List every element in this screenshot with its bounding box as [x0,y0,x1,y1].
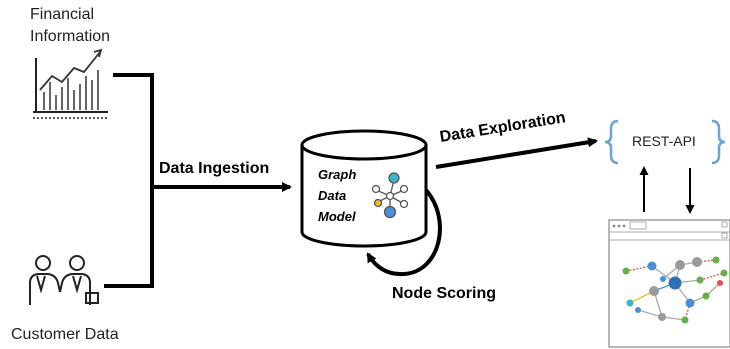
financial-label-line1: Financial [30,6,95,23]
ingestion-connector [104,73,292,288]
customer-people-icon [29,255,99,305]
financial-chart-icon [33,48,108,119]
db-label-line3: Model [318,209,356,224]
rest-api-label: REST-API [632,133,696,149]
rest-api-brackets [604,119,726,165]
ingestion-label: Data Ingestion [159,160,270,177]
db-label-line2: Data [318,188,347,203]
graph-data-model-cylinder [300,129,428,248]
exploration-arrow [435,137,598,169]
graph-network-icon [371,172,409,219]
node-scoring-loop-arrow [366,188,442,277]
scoring-label: Node Scoring [392,285,497,302]
financial-label-line2: Information [30,28,111,45]
network-graph [622,256,728,324]
customer-label: Customer Data [11,326,119,343]
db-label-line1: Graph [318,167,357,182]
